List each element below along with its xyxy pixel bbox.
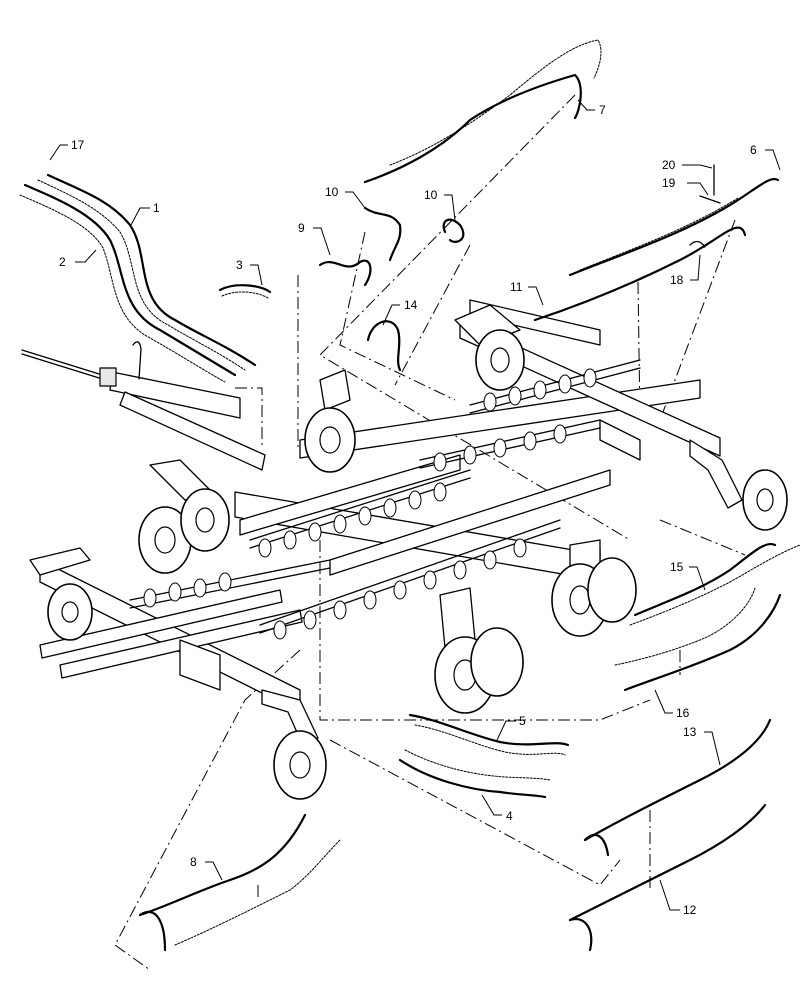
callout-10-right: 10 <box>424 188 438 202</box>
callout-7: 7 <box>599 103 606 117</box>
callout-13: 13 <box>683 725 697 739</box>
callout-10-left: 10 <box>325 185 339 199</box>
callout-6: 6 <box>750 143 757 157</box>
tillage-discs <box>143 368 597 640</box>
callout-4: 4 <box>506 809 513 823</box>
callout-5: 5 <box>519 714 526 728</box>
callout-15: 15 <box>670 560 684 574</box>
callout-1: 1 <box>153 201 160 215</box>
callout-20: 20 <box>662 158 676 172</box>
callout-2: 2 <box>59 255 66 269</box>
callout-14: 14 <box>404 298 418 312</box>
callout-labels: 1 2 3 4 5 6 7 8 9 10 10 11 12 13 14 15 1… <box>59 103 757 917</box>
transport-wheels <box>47 329 788 800</box>
hose-assemblies <box>19 39 801 952</box>
callout-9: 9 <box>298 221 305 235</box>
callout-3: 3 <box>236 258 243 272</box>
callout-16: 16 <box>676 706 690 720</box>
callout-19: 19 <box>662 176 676 190</box>
cultivator-frame <box>21 299 788 800</box>
callout-18: 18 <box>670 273 684 287</box>
shank-rows <box>129 359 641 634</box>
callout-leaders <box>49 99 781 911</box>
callout-8: 8 <box>190 855 197 869</box>
callout-17: 17 <box>71 138 85 152</box>
callout-12: 12 <box>683 903 697 917</box>
callout-11: 11 <box>510 280 523 294</box>
